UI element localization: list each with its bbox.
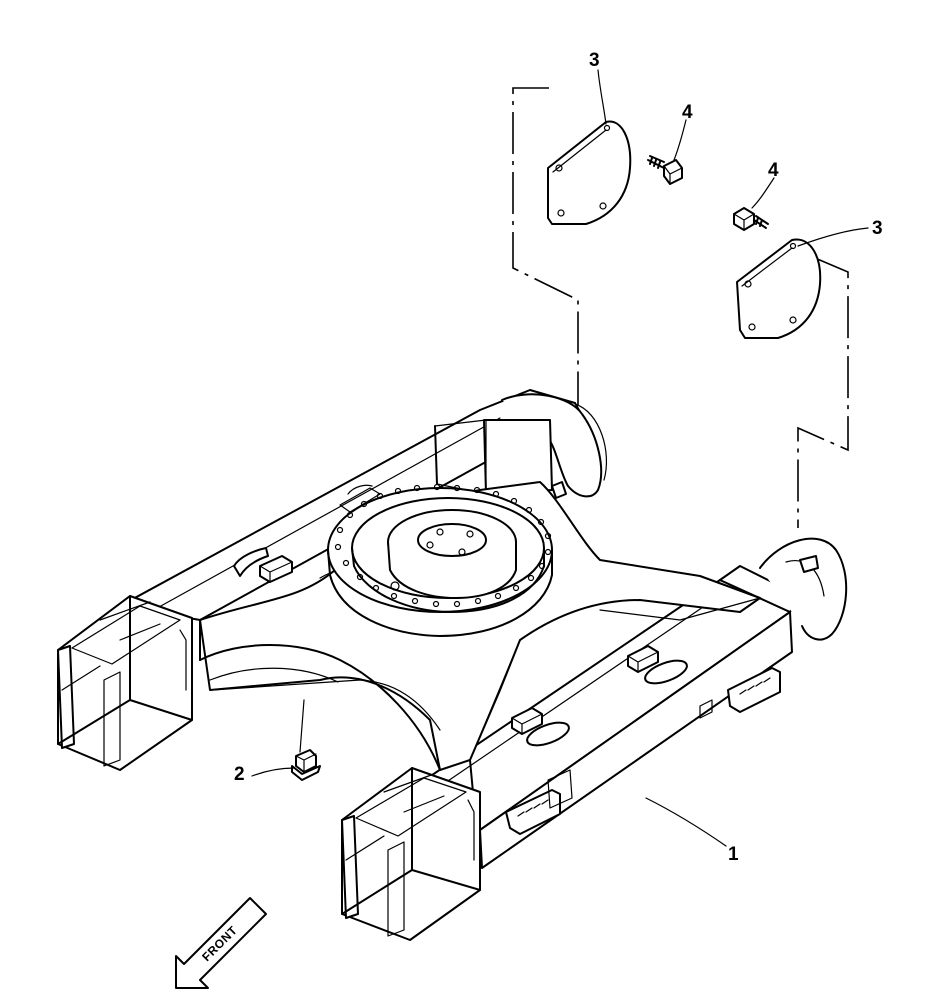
leader-3-top <box>597 69 607 125</box>
leader-4-top <box>673 119 687 161</box>
callout-cover-top: 3 <box>589 50 600 71</box>
centerline-right-cover <box>797 257 849 528</box>
callout-cover-right: 3 <box>872 218 883 239</box>
cover-plate-top <box>547 120 632 225</box>
assembly-centerlines <box>512 87 849 528</box>
leader-4-right <box>751 177 775 209</box>
callout-frame: 1 <box>728 844 739 865</box>
track-end-left <box>57 595 193 771</box>
bolt-top <box>647 155 683 185</box>
grease-plug <box>291 699 321 781</box>
leader-lines <box>251 69 869 847</box>
callout-plug: 2 <box>234 764 245 785</box>
undercarriage-frame <box>57 389 848 941</box>
leader-1 <box>645 797 727 847</box>
bolt-right <box>733 207 769 231</box>
track-end-right <box>341 767 481 941</box>
callout-bolt-right: 4 <box>768 160 779 181</box>
leader-2 <box>251 767 295 777</box>
leader-3-right <box>797 227 869 247</box>
front-direction-arrow: FRONT <box>175 897 267 989</box>
swing-bearing <box>327 483 553 637</box>
centerline-left-cover <box>512 87 579 405</box>
cover-plate-right <box>736 238 822 339</box>
callout-bolt-top: 4 <box>682 102 693 123</box>
